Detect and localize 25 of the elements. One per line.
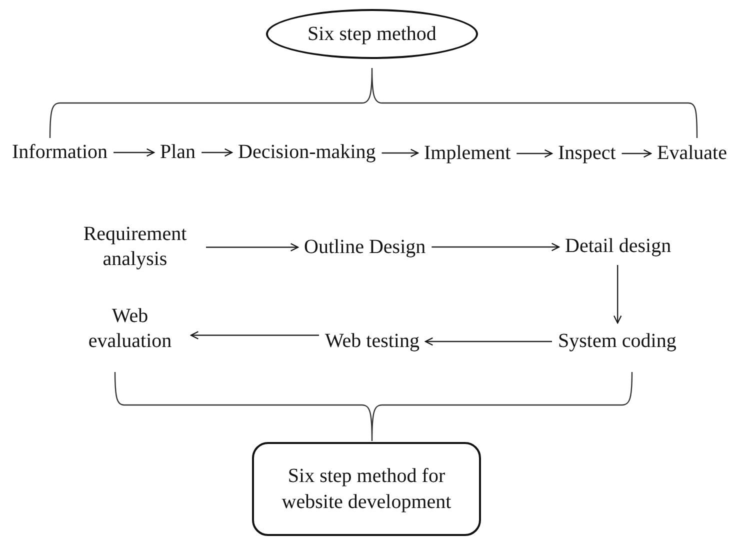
step-label: Decision-making [238,140,376,165]
arrow [190,331,319,340]
arrow [114,148,155,157]
step-label: Plan [160,140,196,165]
step-label: Information [12,140,108,165]
arrow [613,265,622,324]
arrow [206,243,299,252]
arrow [516,149,553,158]
arrow [424,337,552,346]
step-label: Inspect [558,141,616,166]
node-label: Six step method for website development [280,464,452,515]
step-label: Implement [424,141,511,166]
step-label: Detail design [565,234,672,259]
arrow [622,149,652,158]
arrow [202,148,233,157]
step-label: Web testing [325,329,420,354]
step-label: Requirement analysis [70,222,200,272]
rounded-box [252,442,481,536]
step-label: System coding [558,329,676,354]
arrow [382,148,419,158]
node-label: Six step method [308,22,436,47]
step-label: Evaluate [657,141,727,166]
arrow [432,242,560,252]
step-label: Outline Design [304,235,426,260]
step-label: Web evaluation [75,304,185,354]
